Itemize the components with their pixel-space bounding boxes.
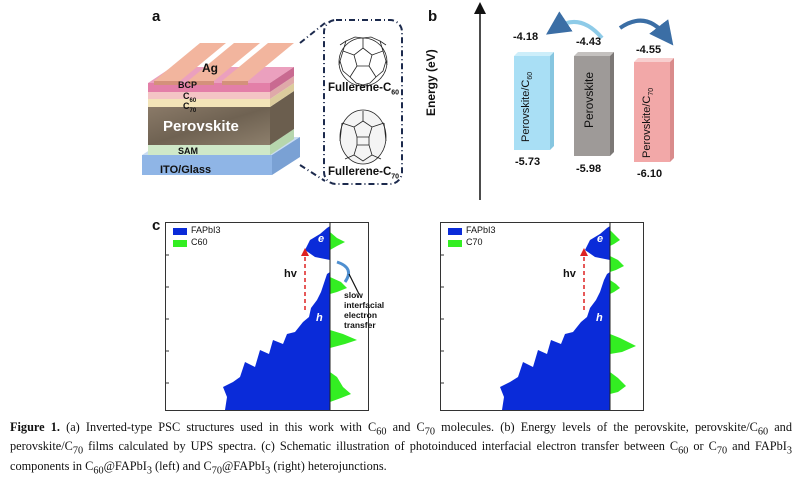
figure-caption: Figure 1. (a) Inverted-type PSC structur…: [10, 420, 792, 477]
dos-plot-right: [440, 222, 644, 411]
layer-sam-label: SAM: [178, 146, 198, 156]
left-legend-c60: C60: [191, 237, 208, 247]
c60-dos-1: [330, 232, 345, 250]
bar-perovskite-c70: [634, 58, 674, 162]
dos-plot-left: [165, 222, 369, 411]
bcp-side: [270, 67, 294, 92]
fullerene-c60-label: Fullerene-C60: [328, 82, 400, 97]
layer-perovskite-label: Perovskite: [163, 118, 239, 135]
bar-label-perovskite-c60: Perovskite/C60: [520, 71, 535, 142]
left-hv-arrow-head: [301, 248, 309, 256]
left-h-label: h: [316, 312, 323, 324]
fapbi3-dos-upper-right: [585, 226, 610, 260]
c60-side: [270, 76, 294, 99]
sam-front: [148, 145, 270, 155]
panel-b-letter: b: [428, 8, 438, 25]
perovskite-top-value: -4.43: [576, 36, 602, 48]
panel-c-letter: c: [152, 217, 161, 234]
c60-front: [148, 92, 270, 99]
bar-perovskite-c60: [514, 52, 554, 150]
energy-axis-label: Energy (eV): [424, 49, 438, 116]
layer-c70-label: C70: [183, 101, 197, 114]
right-hv-arrow-head: [580, 248, 588, 256]
left-e-label: e: [318, 233, 325, 245]
energy-level-diagram: [474, 2, 674, 200]
device-stack: [142, 43, 300, 175]
left-legend-swatch-blue: [173, 228, 187, 235]
bar-label-perovskite: Perovskite: [582, 71, 596, 128]
right-legend-fapbi3: FAPbI3: [466, 225, 496, 235]
layer-ito-label: ITO/Glass: [160, 164, 212, 176]
c70-side: [270, 83, 294, 107]
right-legend-c70: C70: [466, 237, 483, 247]
right-legend-swatch-blue: [448, 228, 462, 235]
ito-side: [272, 137, 300, 175]
left-hv-label: hv: [284, 268, 297, 280]
c70-front: [148, 99, 270, 107]
right-h-label: h: [596, 312, 603, 324]
bar-label-perovskite-c70: Perovskite/C70: [641, 87, 656, 158]
c60-dos-4: [330, 372, 351, 402]
c60-top-value: -4.18: [513, 31, 539, 43]
perovskite-side: [270, 91, 294, 145]
right-plot-ticks: [440, 254, 444, 384]
figure-number: Figure 1.: [10, 420, 60, 434]
ito-front: [142, 155, 272, 175]
fapbi3-dos-lower-right: [500, 272, 610, 410]
transfer-arrow-c60: [546, 11, 604, 40]
fullerene-c70-label: Fullerene-C70: [328, 166, 400, 181]
fapbi3-dos-upper: [305, 226, 330, 260]
slow-transfer-arrow: [336, 260, 351, 283]
sam-side: [270, 129, 294, 155]
c70-bottom-value: -6.10: [637, 168, 663, 180]
left-plot-ticks: [165, 254, 169, 384]
c70-dos-3: [610, 280, 620, 294]
layer-bcp-label: BCP: [178, 80, 198, 90]
c70-dos-1: [610, 230, 620, 246]
right-e-label: e: [597, 233, 604, 245]
c70-dos-2: [610, 256, 624, 272]
c70-molecule-icon: [339, 109, 387, 165]
right-legend-swatch-green: [448, 240, 462, 247]
fapbi3-dos-lower: [223, 272, 330, 410]
c60-dos-2: [330, 277, 347, 294]
transfer-arrow-c70: [618, 18, 674, 46]
c60-bottom-value: -5.73: [515, 156, 541, 168]
c70-dos-4: [610, 334, 636, 354]
layer-ag-label: Ag: [202, 61, 218, 75]
layer-c60-label: C60: [183, 91, 197, 104]
right-hv-label: hv: [563, 268, 576, 280]
annotation-pointer: [348, 273, 360, 295]
ag-electrodes: [154, 43, 294, 85]
bcp-front: [148, 83, 270, 92]
c70-top-value: -4.55: [636, 44, 662, 56]
panel-a-letter: a: [152, 8, 161, 25]
perovskite-front: [148, 107, 270, 145]
c60-dos-3: [330, 330, 357, 348]
transfer-annotation: slow interfacial electron transfer: [344, 290, 385, 330]
c60-molecule-icon: [338, 36, 388, 87]
bar-perovskite: [574, 52, 614, 156]
perovskite-bottom-value: -5.98: [576, 163, 602, 175]
left-legend-swatch-green: [173, 240, 187, 247]
left-legend-fapbi3: FAPbI3: [191, 225, 221, 235]
c70-dos-5: [610, 372, 626, 394]
fullerene-callout: [299, 19, 403, 185]
